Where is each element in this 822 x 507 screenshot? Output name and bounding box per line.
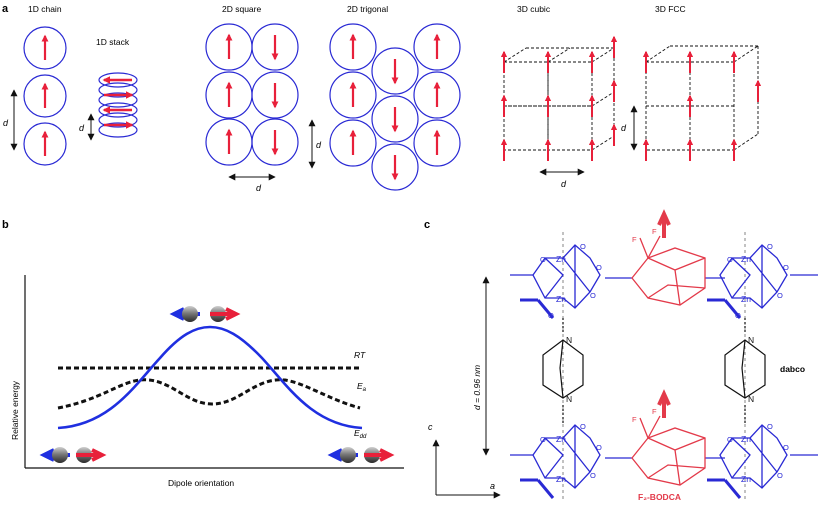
panel-b-letter: b: [2, 219, 9, 231]
svg-text:N: N: [748, 394, 754, 404]
panel-a: a 1D chain 1D stack 2D square 2D trigona…: [2, 3, 762, 193]
chain-d-label: d: [3, 118, 9, 128]
cubic-d-label: d: [561, 179, 567, 189]
square-d-label: d: [256, 183, 262, 193]
svg-text:Zn: Zn: [556, 474, 566, 484]
svg-text:O: O: [735, 311, 741, 320]
fcc-d-label: d: [621, 123, 627, 133]
panel-c-letter: c: [424, 219, 430, 231]
svg-text:O: O: [767, 422, 773, 431]
dabco-left: [542, 318, 584, 425]
fcc-dipoles: [642, 50, 762, 161]
svg-text:O: O: [596, 263, 602, 272]
label-1d-stack: 1D stack: [96, 37, 130, 47]
fcc-lattice: [645, 45, 759, 151]
ea-label: Ea: [357, 381, 367, 393]
stack-discs: [98, 72, 138, 138]
svg-text:O: O: [540, 255, 546, 264]
cubic-dipoles: [500, 35, 618, 161]
axis-a-label: a: [490, 481, 495, 491]
n-atoms: N N N N: [566, 335, 754, 404]
bodca-top: [631, 209, 706, 306]
trigonal-circles: [329, 23, 461, 191]
ea-curve: [57, 378, 361, 410]
svg-text:O: O: [727, 255, 733, 264]
ligand-label: F₂-BODCA: [638, 492, 681, 502]
bodca-bottom: [631, 389, 706, 486]
svg-text:F: F: [652, 407, 657, 416]
svg-text:N: N: [566, 394, 572, 404]
dashed-guides: [562, 232, 746, 500]
cubic-lattice: [503, 47, 615, 151]
svg-text:N: N: [566, 335, 572, 345]
svg-text:F: F: [632, 415, 637, 424]
svg-text:O: O: [580, 422, 586, 431]
svg-text:O: O: [727, 435, 733, 444]
top-layer-bonds: [510, 244, 818, 319]
edd-curve: [57, 325, 363, 430]
panel-a-letter: a: [2, 3, 9, 15]
label-3d-fcc: 3D FCC: [655, 4, 686, 14]
svg-text:F: F: [632, 235, 637, 244]
svg-text:Zn: Zn: [741, 474, 751, 484]
label-3d-cubic: 3D cubic: [517, 4, 551, 14]
svg-text:O: O: [590, 471, 596, 480]
svg-text:O: O: [548, 311, 554, 320]
panel-b: b Relative energy Dipole orientation RT …: [2, 219, 404, 488]
dipole-pair-left: [39, 447, 107, 463]
stack-dipoles: [102, 76, 134, 129]
dabco-label: dabco: [780, 364, 805, 374]
dipole-pair-right: [327, 447, 395, 463]
chain-circles: [23, 26, 67, 166]
svg-text:O: O: [580, 242, 586, 251]
svg-text:Zn: Zn: [741, 294, 751, 304]
svg-text:Zn: Zn: [556, 294, 566, 304]
axis-c-label: c: [428, 422, 433, 432]
y-axis-label: Relative energy: [10, 380, 20, 440]
stack-d-label: d: [79, 123, 85, 133]
svg-text:O: O: [590, 291, 596, 300]
distance-label: d = 0.96 nm: [472, 365, 482, 410]
label-2d-trigonal: 2D trigonal: [347, 4, 388, 14]
svg-text:O: O: [767, 242, 773, 251]
svg-text:Zn: Zn: [556, 434, 566, 444]
svg-text:O: O: [777, 471, 783, 480]
svg-text:O: O: [777, 291, 783, 300]
rt-label: RT: [354, 350, 366, 360]
svg-text:Zn: Zn: [556, 254, 566, 264]
o-atoms: O O O O O O O O O O O O O O O O O O: [540, 242, 789, 480]
svg-text:O: O: [540, 435, 546, 444]
dipole-pair-top: [169, 306, 241, 322]
svg-text:O: O: [783, 443, 789, 452]
svg-text:O: O: [783, 263, 789, 272]
trigonal-d-label: d: [316, 140, 322, 150]
svg-text:Zn: Zn: [741, 434, 751, 444]
svg-text:Zn: Zn: [741, 254, 751, 264]
zn-atoms: Zn Zn Zn Zn Zn Zn Zn Zn: [556, 254, 751, 484]
svg-text:F: F: [652, 227, 657, 236]
f-atoms: F F F F: [632, 227, 657, 424]
svg-text:N: N: [748, 335, 754, 345]
edd-label: Edd: [354, 428, 367, 440]
dabco-right: [724, 318, 766, 425]
square-circles: [205, 23, 299, 166]
bottom-layer-bonds: [510, 424, 818, 499]
svg-text:O: O: [596, 443, 602, 452]
label-1d-chain: 1D chain: [28, 4, 62, 14]
label-2d-square: 2D square: [222, 4, 261, 14]
x-axis-label: Dipole orientation: [168, 478, 234, 488]
square-dipoles: [225, 33, 279, 156]
trigonal-dipoles: [349, 33, 441, 181]
panel-c: c: [424, 209, 818, 502]
